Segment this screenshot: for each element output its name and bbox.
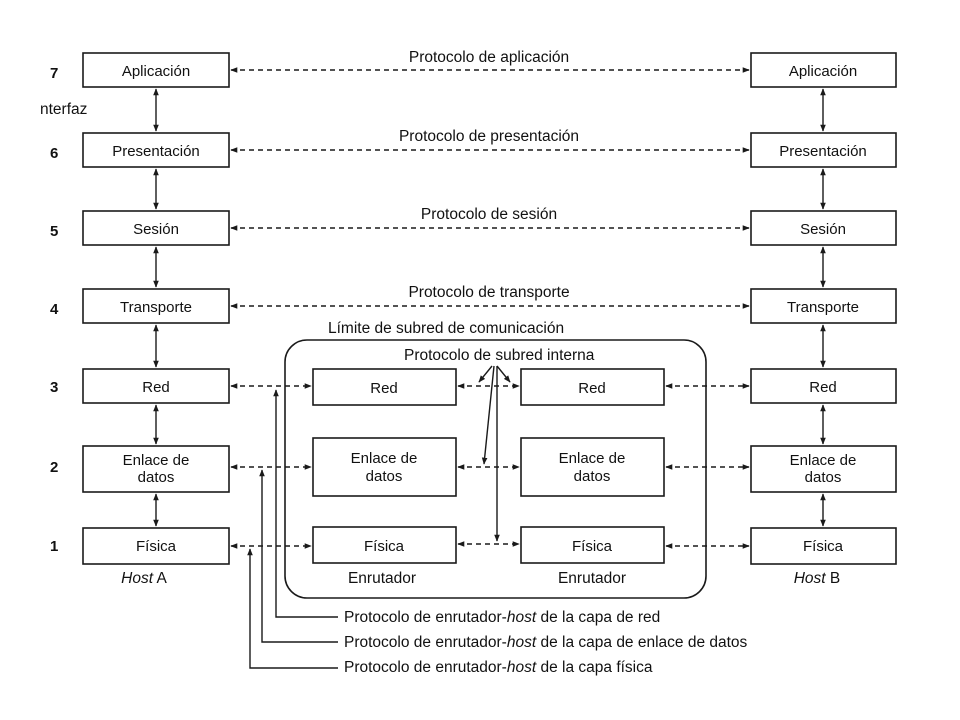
router-2-network-box [520, 368, 665, 406]
host-a-application-box [82, 52, 230, 88]
router-2-datalink-box [520, 437, 665, 497]
router-host-network-leader [273, 389, 338, 618]
router-host-physical-protocol-label: Protocolo de enrutador-host de la capa f… [344, 659, 653, 676]
router-1-network-label: Red [370, 380, 398, 397]
host-b-presentation-box [750, 132, 897, 168]
host-b-session-label: Sesión [800, 221, 846, 238]
layer-number-5: 5 [50, 223, 58, 240]
host-b-datalink-label-line1: Enlace de [790, 452, 857, 469]
host-b-physical-label: Física [803, 538, 844, 555]
host-b-presentation-label: Presentación [779, 143, 867, 160]
application-protocol-label: Protocolo de aplicación [409, 49, 569, 66]
layer-number-3: 3 [50, 379, 58, 396]
router-host-datalink-protocol-label: Protocolo de enrutador-host de la capa d… [344, 634, 748, 651]
host-b-application-label: Aplicación [789, 63, 857, 80]
subnet-pointer-datalink [481, 365, 495, 465]
router-2-network-label: Red [578, 380, 606, 397]
host-a-network-label: Red [142, 379, 170, 396]
router-1-datalink-box [312, 437, 457, 497]
subnet-internal-protocol-label: Protocolo de subred interna [404, 347, 595, 364]
host-b-datalink-label-line2: datos [805, 469, 842, 486]
subnet-pointer-network-right [496, 365, 511, 383]
layer-number-7: 7 [50, 65, 58, 82]
host-a-transport-box [82, 288, 230, 324]
host-a-datalink-box [82, 445, 230, 493]
host-a-application-label: Aplicación [122, 63, 190, 80]
host-a-datalink-label-line1: Enlace de [123, 452, 190, 469]
host-b-label: Host B [794, 570, 841, 587]
router-1-physical-label: Física [364, 538, 405, 555]
host-b-application-box [750, 52, 897, 88]
router-2-datalink-label-line2: datos [574, 468, 611, 485]
host-a-session-label: Sesión [133, 221, 179, 238]
layer-number-6: 6 [50, 145, 58, 162]
host-a-physical-box [82, 527, 230, 565]
host-b-session-box [750, 210, 897, 246]
host-b-physical-box [750, 527, 897, 565]
layer-number-2: 2 [50, 459, 58, 476]
host-b-network-box [750, 368, 897, 404]
router-1-network-box [312, 368, 457, 406]
host-a-session-box [82, 210, 230, 246]
host-b-transport-label: Transporte [787, 299, 859, 316]
host-b-network-label: Red [809, 379, 837, 396]
host-a-label: Host A [121, 570, 167, 587]
host-a-transport-label: Transporte [120, 299, 192, 316]
router-1-label: Enrutador [348, 570, 416, 587]
router-2-physical-label: Física [572, 538, 613, 555]
host-a-datalink-label-line2: datos [138, 469, 175, 486]
transport-protocol-label: Protocolo de transporte [408, 284, 569, 301]
host-a-presentation-box [82, 132, 230, 168]
subnet-boundary-label: Límite de subred de comunicación [328, 320, 564, 337]
layer-number-4: 4 [50, 301, 59, 318]
host-a-network-box [82, 368, 230, 404]
router-1-physical-box [312, 526, 457, 564]
host-a-presentation-label: Presentación [112, 143, 200, 160]
router-2-label: Enrutador [558, 570, 626, 587]
router-2-physical-box [520, 526, 665, 564]
router-host-network-protocol-label: Protocolo de enrutador-host de la capa d… [344, 609, 660, 626]
host-a-physical-label: Física [136, 538, 177, 555]
host-b-datalink-box [750, 445, 897, 493]
host-b-transport-box [750, 288, 897, 324]
router-2-datalink-label-line1: Enlace de [559, 450, 626, 467]
router-host-datalink-leader [259, 469, 338, 643]
subnet-pointer-network [478, 365, 493, 383]
router-1-datalink-label-line1: Enlace de [351, 450, 418, 467]
interface-label: nterfaz [40, 101, 87, 118]
presentation-protocol-label: Protocolo de presentación [399, 128, 579, 145]
router-host-physical-leader [247, 548, 338, 669]
layer-number-1: 1 [50, 538, 58, 555]
session-protocol-label: Protocolo de sesión [421, 206, 557, 223]
router-1-datalink-label-line2: datos [366, 468, 403, 485]
